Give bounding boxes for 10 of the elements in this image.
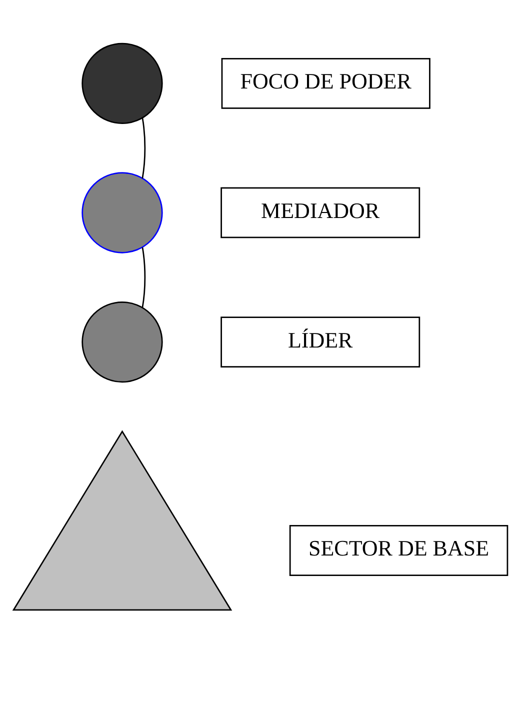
node-box: FOCO DE PODER [221,58,430,109]
node-triangle [12,430,232,611]
node-box: LÍDER [220,316,420,368]
connector [142,118,146,178]
node-box: SECTOR DE BASE [289,525,508,576]
node-circle [82,301,163,383]
connector [142,247,146,308]
node-circle [82,42,163,124]
node-box: MEDIADOR [220,187,420,238]
node-circle [82,172,163,254]
